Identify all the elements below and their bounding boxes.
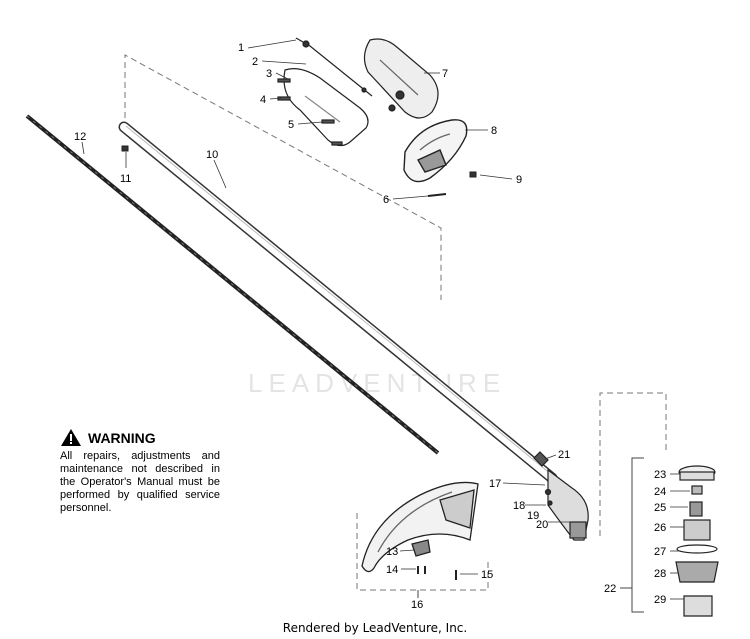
callout-13: 13	[386, 546, 398, 558]
callout-25: 25	[654, 502, 666, 514]
callout-20: 20	[536, 519, 548, 531]
leader-lines	[81, 39, 690, 600]
warning-heading: WARNING	[60, 428, 220, 447]
callout-4: 4	[260, 94, 266, 106]
callout-3: 3	[266, 68, 272, 80]
callout-19: 19	[527, 510, 539, 522]
rear-handle	[363, 38, 439, 119]
trimmer-head	[675, 465, 719, 617]
handle-housing	[277, 68, 369, 147]
callout-23: 23	[654, 469, 666, 481]
callout-29: 29	[654, 594, 666, 606]
callout-5: 5	[288, 119, 294, 131]
callout-22: 22	[604, 583, 616, 595]
warning-icon	[61, 429, 81, 446]
callout-27: 27	[654, 546, 666, 558]
callout-10: 10	[206, 149, 218, 161]
drive-tube	[118, 121, 558, 484]
group-outlines	[124, 54, 667, 591]
callout-8: 8	[491, 125, 497, 137]
callout-17: 17	[489, 478, 501, 490]
gearhead	[533, 451, 589, 541]
callout-15: 15	[481, 569, 493, 581]
callout-14: 14	[386, 564, 398, 576]
warning-title: WARNING	[88, 429, 156, 446]
callout-18: 18	[513, 500, 525, 512]
assist-handle	[403, 119, 468, 183]
callout-21: 21	[558, 449, 570, 461]
callout-24: 24	[654, 486, 666, 498]
callout-numbers: 1 2 3 4 5 6 7 8 9 10 11 12 13 14 15 16 1…	[74, 42, 666, 611]
callout-16: 16	[411, 599, 423, 611]
warning-text: All repairs, adjustments and maintenance…	[60, 450, 220, 514]
callout-12: 12	[74, 131, 86, 143]
trimmer-guard	[361, 481, 479, 580]
callout-6: 6	[383, 194, 389, 206]
callout-1: 1	[238, 42, 244, 54]
callout-26: 26	[654, 522, 666, 534]
callout-9: 9	[516, 174, 522, 186]
throttle-cable	[295, 37, 373, 97]
callout-2: 2	[252, 56, 258, 68]
callout-11: 11	[120, 173, 131, 185]
flex-shaft	[25, 114, 440, 455]
callout-7: 7	[442, 68, 448, 80]
warning-notice: WARNING All repairs, adjustments and mai…	[60, 428, 220, 515]
watermark: LEADVENTURE	[248, 368, 507, 398]
fasteners	[121, 145, 477, 197]
callout-28: 28	[654, 568, 666, 580]
footer-credit: Rendered by LeadVenture, Inc.	[282, 621, 468, 635]
group-bracket	[417, 457, 644, 613]
